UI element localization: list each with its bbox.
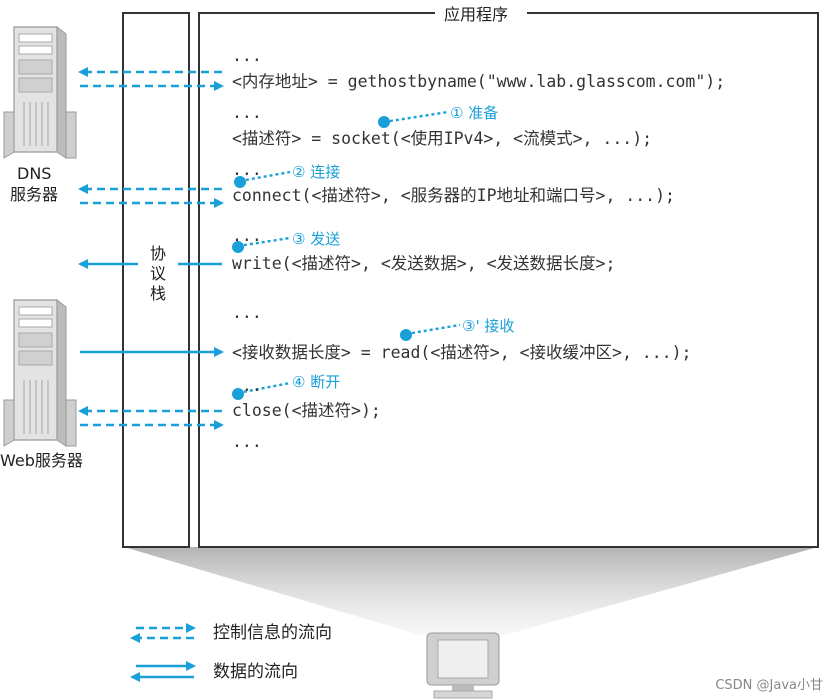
dns-server-label-line1: DNS: [17, 164, 52, 183]
step1-leader: [383, 110, 449, 124]
code-line-close: close(<描述符>);: [232, 401, 381, 420]
code-line-3: ...: [232, 103, 262, 122]
dns-server-icon: [3, 25, 77, 159]
web-server-icon: [3, 298, 77, 447]
protocol-stack-char-2: 议: [149, 264, 166, 283]
code-line-read: <接收数据长度> = read(<描述符>, <接收缓冲区>, ...);: [232, 343, 692, 362]
step4-leader: [237, 381, 291, 395]
watermark: CSDN @Java小甘: [715, 678, 823, 693]
code-line-13: ...: [232, 432, 262, 451]
app-title-gap: [435, 5, 527, 23]
code-line-write: write(<描述符>, <发送数据>, <发送数据长度>;: [232, 254, 616, 273]
application-window: [198, 12, 819, 548]
step3b-label: ③' 接收: [462, 317, 515, 335]
legend-data-label: 数据的流向: [213, 662, 298, 682]
step1-dot: [378, 116, 390, 128]
step3-label: ③ 发送: [292, 230, 341, 248]
protocol-stack-label: 协 议 栈: [140, 244, 176, 304]
code-line-socket: <描述符> = socket(<使用IPv4>, <流模式>, ...);: [232, 129, 653, 148]
code-line-connect: connect(<描述符>, <服务器的IP地址和端口号>, ...);: [232, 186, 675, 205]
code-line-5: ...: [232, 160, 262, 179]
client-computer-icon: [426, 632, 500, 699]
step2-label: ② 连接: [292, 163, 341, 181]
step1-label: ① 准备: [450, 104, 499, 122]
code-line-1: ...: [232, 46, 262, 65]
step3-leader: [237, 236, 291, 248]
projection-beam: [124, 547, 818, 635]
step4-label: ④ 断开: [292, 373, 341, 391]
code-line-gethostbyname: <内存地址> = gethostbyname("www.lab.glasscom…: [232, 72, 726, 91]
code-line-7: ...: [232, 226, 262, 245]
dns-server-label-line2: 服务器: [10, 185, 59, 204]
step4-dot: [232, 388, 244, 400]
web-server-label: Web服务器: [0, 451, 83, 470]
code-line-9: ...: [232, 303, 262, 322]
step3-dot: [232, 241, 244, 253]
legend-control-label: 控制信息的流向: [213, 623, 332, 643]
app-title: 应用程序: [444, 5, 509, 24]
protocol-stack-char-1: 协: [149, 244, 166, 263]
step3b-dot: [400, 329, 412, 341]
protocol-stack-char-3: 栈: [149, 284, 166, 303]
step2-dot: [234, 176, 246, 188]
step2-leader: [239, 170, 291, 183]
